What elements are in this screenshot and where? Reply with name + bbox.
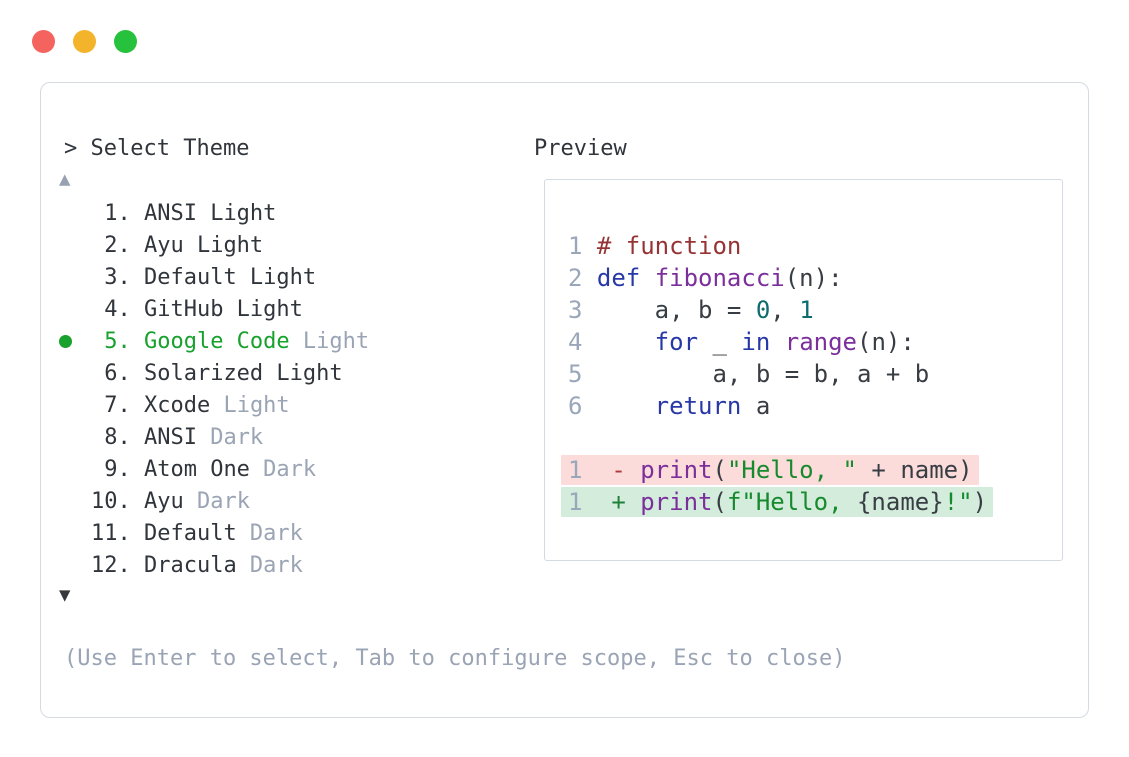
code-line: 4 for _ in range(n):	[568, 328, 915, 356]
code-line: 1 + print(f"Hello, {name}!")	[545, 486, 1062, 518]
theme-number: 1.	[104, 200, 131, 226]
theme-list-item[interactable]: 4. GitHub Light	[41, 293, 521, 325]
theme-number: 7.	[104, 392, 131, 418]
theme-name: Xcode Light	[143, 392, 290, 418]
close-window-button[interactable]	[32, 30, 55, 53]
theme-number: 6.	[104, 360, 131, 386]
selected-bullet-icon	[59, 334, 91, 348]
line-number: 2	[568, 264, 583, 292]
zoom-window-button[interactable]	[114, 30, 137, 53]
scroll-up-icon[interactable]: ▲	[59, 168, 71, 190]
theme-name: ANSI Light	[143, 200, 277, 226]
theme-list-item[interactable]: 8. ANSI Dark	[41, 421, 521, 453]
line-number: 3	[568, 296, 583, 324]
theme-number: 5.	[104, 328, 131, 354]
prompt-marker: >	[64, 136, 91, 161]
scroll-down-icon[interactable]: ▼	[59, 584, 71, 606]
diff-added-line: 1 + print(f"Hello, {name}!")	[561, 487, 994, 517]
theme-name: Atom One Dark	[143, 456, 317, 482]
code-line: 1# function	[568, 232, 742, 260]
theme-name: Dracula Dark	[143, 552, 303, 578]
line-number: 1	[568, 456, 583, 484]
code-line: 1 - print("Hello, " + name)	[545, 454, 1062, 486]
theme-list-item[interactable]: 9. Atom One Dark	[41, 453, 521, 485]
theme-number: 8.	[104, 424, 131, 450]
theme-name: Ayu Light	[143, 232, 264, 258]
theme-list-item[interactable]: 2. Ayu Light	[41, 229, 521, 261]
window-controls	[32, 30, 137, 53]
minimize-window-button[interactable]	[73, 30, 96, 53]
theme-list-item[interactable]: 3. Default Light	[41, 261, 521, 293]
theme-number: 12.	[91, 552, 131, 578]
theme-list-item[interactable]: 11. Default Dark	[41, 517, 521, 549]
theme-list-item[interactable]: 7. Xcode Light	[41, 389, 521, 421]
prompt-title: Select Theme	[90, 136, 250, 161]
line-number: 1	[568, 232, 583, 260]
line-number: 5	[568, 360, 583, 388]
code-line	[545, 422, 1062, 454]
theme-name: ANSI Dark	[143, 424, 264, 450]
theme-list-item[interactable]: 10. Ayu Dark	[41, 485, 521, 517]
theme-name: Google Code Light	[143, 328, 370, 354]
theme-name: Default Light	[143, 264, 317, 290]
theme-list-item[interactable]: 5. Google Code Light	[41, 325, 521, 357]
theme-list-item[interactable]: 6. Solarized Light	[41, 357, 521, 389]
select-theme-prompt: > Select Theme	[64, 133, 249, 165]
help-text: (Use Enter to select, Tab to configure s…	[64, 646, 846, 671]
line-number: 6	[568, 392, 583, 420]
theme-number: 10.	[91, 488, 131, 514]
code-line: 5 a, b = b, a + b	[568, 360, 930, 388]
theme-name: Solarized Light	[143, 360, 343, 386]
theme-list: 1. ANSI Light 2. Ayu Light 3. Default Light 4.…	[41, 197, 521, 581]
theme-number: 3.	[104, 264, 131, 290]
theme-number: 11.	[91, 520, 131, 546]
theme-number: 4.	[104, 296, 131, 322]
theme-name: Ayu Dark	[143, 488, 250, 514]
line-number: 1	[568, 488, 583, 516]
preview-label: Preview	[534, 136, 627, 161]
theme-number: 9.	[104, 456, 131, 482]
theme-number: 2.	[104, 232, 131, 258]
theme-name: Default Dark	[143, 520, 303, 546]
code-line: 3 a, b = 0, 1	[568, 296, 814, 324]
code-line: 6 return a	[568, 392, 771, 420]
line-number: 4	[568, 328, 583, 356]
theme-selector-panel: > Select Theme ▲ 1. ANSI Light 2. Ayu Light…	[40, 82, 1089, 718]
theme-list-item[interactable]: 12. Dracula Dark	[41, 549, 521, 581]
theme-list-item[interactable]: 1. ANSI Light	[41, 197, 521, 229]
diff-removed-line: 1 - print("Hello, " + name)	[561, 455, 979, 485]
theme-name: GitHub Light	[143, 296, 303, 322]
